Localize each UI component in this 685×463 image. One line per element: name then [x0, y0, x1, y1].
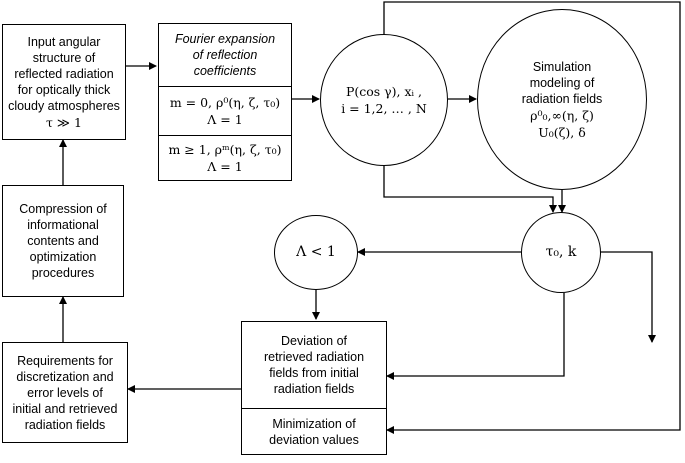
legendre-line-1: P(cos γ), xᵢ , — [345, 84, 422, 99]
deviation-line-1: Deviation of — [280, 334, 347, 348]
simulation-circle: Simulation modeling of radiation fields … — [477, 9, 647, 190]
compression-line-5: procedures — [31, 266, 95, 280]
minimization-box: Minimization of deviation values — [241, 408, 387, 455]
minimization-line-2: deviation values — [269, 432, 359, 447]
input-line-5: cloudy atmospheres — [8, 98, 120, 113]
legendre-circle: P(cos γ), xᵢ , i = 1,2, … , N — [320, 34, 448, 166]
line-legendre-to-right-edge — [383, 1, 681, 189]
deviation-box: Deviation of retrieved radiation fields … — [241, 321, 387, 409]
minimization-line-1: Minimization of — [272, 416, 356, 431]
simulation-line-3: radiation fields — [521, 91, 603, 106]
input-line-6: τ ≫ 1 — [46, 114, 82, 130]
deviation-line-3: fields from initial — [269, 366, 359, 380]
fourier-m1-box: m ≥ 1, ρᵐ(η, ζ, τ₀) Λ = 1 — [158, 135, 292, 181]
requirements-line-2: discretization and — [16, 369, 114, 384]
arrow-tau-to-deviation-upper — [600, 251, 656, 343]
compression-box: Compression of informational contents an… — [2, 185, 124, 297]
input-line-2: structure of — [32, 50, 96, 65]
fourier-title-box: Fourier expansion of reflection coeffici… — [158, 23, 292, 87]
fourier-title-line-2: of reflection — [192, 48, 258, 62]
fourier-m0-line-1: m = 0, ρ⁰(η, ζ, τ₀) — [169, 95, 281, 110]
legendre-line-2: i = 1,2, … , N — [341, 101, 427, 116]
compression-line-3: contents and — [27, 234, 99, 248]
fourier-m1-line-1: m ≥ 1, ρᵐ(η, ζ, τ₀) — [168, 142, 282, 157]
arrow-legendre-to-tau — [383, 165, 557, 213]
input-line-3: reflected radiation — [14, 66, 114, 81]
fourier-title-line-3: coefficients — [193, 64, 257, 78]
tau-circle: τ₀, k — [521, 212, 601, 293]
lambda-label: Λ < 1 — [296, 244, 336, 260]
compression-line-2: informational — [27, 218, 99, 232]
tau-label: τ₀, k — [545, 244, 577, 260]
fourier-m0-line-2: Λ = 1 — [207, 112, 243, 127]
simulation-line-4: ρ⁰₀,∞(η, ζ) — [530, 107, 594, 123]
requirements-line-3: error levels of — [27, 385, 103, 400]
compression-line-4: optimization — [29, 250, 97, 264]
compression-line-1: Compression of — [19, 202, 107, 216]
simulation-line-5: U₀(ζ), δ — [538, 124, 586, 140]
deviation-line-4: radiation fields — [273, 382, 355, 396]
arrow-feedback-to-minimization — [386, 189, 681, 434]
simulation-line-1: Simulation — [532, 59, 592, 74]
requirements-line-5: radiation fields — [24, 417, 106, 432]
fourier-title-line-1: Fourier expansion — [174, 32, 276, 46]
input-line-4: for optically thick — [17, 82, 111, 97]
requirements-box: Requirements for discretization and erro… — [2, 342, 128, 443]
arrow-tau-to-deviation — [386, 293, 565, 380]
input-line-1: Input angular — [27, 34, 101, 49]
input-structure-box: Input angular structure of reflected rad… — [2, 24, 126, 140]
deviation-line-2: retrieved radiation — [263, 350, 365, 364]
lambda-circle: Λ < 1 — [274, 215, 358, 290]
simulation-line-2: modeling of — [529, 75, 595, 90]
fourier-m1-line-2: Λ = 1 — [207, 159, 243, 174]
requirements-line-1: Requirements for — [17, 353, 113, 368]
requirements-line-4: initial and retrieved — [12, 401, 118, 416]
fourier-m0-box: m = 0, ρ⁰(η, ζ, τ₀) Λ = 1 — [158, 86, 292, 136]
